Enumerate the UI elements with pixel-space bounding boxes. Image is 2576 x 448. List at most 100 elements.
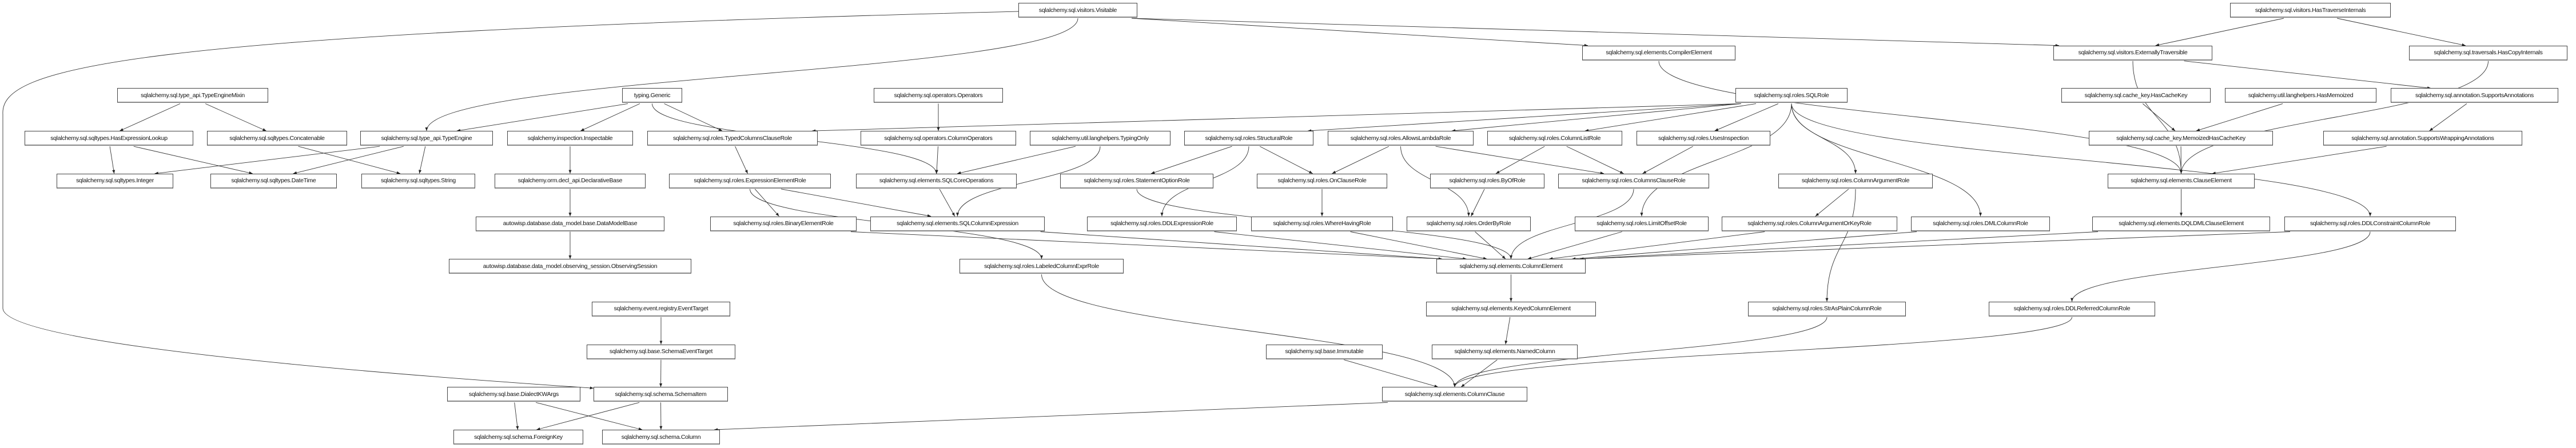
class-node-stmtoption[interactable]: sqlalchemy.sql.roles.StatementOptionRole	[1060, 173, 1213, 189]
class-node-columnargument[interactable]: sqlalchemy.sql.roles.ColumnArgumentRole	[1778, 173, 1933, 189]
inheritance-edge-visitable-to-compilerelement	[1131, 18, 1588, 47]
inheritance-edge-sqlrole-to-columnargument	[1791, 103, 1857, 174]
class-node-inspectable[interactable]: sqlalchemy.inspection.Inspectable	[507, 131, 633, 146]
inheritance-edge-ddlreferred-to-columnclause	[1453, 317, 2072, 387]
class-node-orderby[interactable]: sqlalchemy.sql.roles.OrderByRole	[1407, 216, 1531, 231]
class-node-columnclause[interactable]: sqlalchemy.sql.elements.ColumnClause	[1382, 387, 1527, 402]
class-node-compilerelement[interactable]: sqlalchemy.sql.elements.CompilerElement	[1582, 45, 1735, 61]
class-node-allowslambda[interactable]: sqlalchemy.sql.roles.AllowsLambdaRole	[1328, 131, 1474, 146]
inheritance-edge-dialectkwargs-to-column	[536, 402, 643, 430]
inheritance-edge-sqlrole-to-usesinspection	[1714, 103, 1779, 131]
inheritance-edge-limitoffset-to-columnelement	[1527, 231, 1622, 259]
class-node-sqlrole[interactable]: sqlalchemy.sql.roles.SQLRole	[1735, 88, 1848, 103]
class-node-columnelement[interactable]: sqlalchemy.sql.elements.ColumnElement	[1436, 259, 1586, 274]
class-node-dialectkwargs[interactable]: sqlalchemy.sql.base.DialectKWArgs	[447, 387, 580, 402]
inheritance-edge-sqlcoreops-to-sqlcolexpr	[939, 189, 955, 217]
class-node-supportsann[interactable]: sqlalchemy.sql.annotation.SupportsAnnota…	[2391, 88, 2558, 103]
inheritance-edge-keyedcolumn-to-namedcolumn	[1504, 317, 1511, 345]
class-node-labeledcolexpr[interactable]: sqlalchemy.sql.roles.LabeledColumnExprRo…	[959, 259, 1124, 274]
class-node-binaryelement[interactable]: sqlalchemy.sql.roles.BinaryElementRole	[710, 216, 857, 231]
class-node-typedcolclause[interactable]: sqlalchemy.sql.roles.TypedColumnsClauseR…	[647, 131, 818, 146]
class-node-generic[interactable]: typing.Generic	[622, 88, 682, 103]
inheritance-edge-exttrav-to-supportsann	[2184, 61, 2431, 90]
class-node-integer[interactable]: sqlalchemy.sql.sqltypes.Integer	[57, 173, 173, 189]
class-node-typeengine[interactable]: sqlalchemy.sql.type_api.TypeEngine	[360, 131, 493, 146]
inheritance-edge-sqlrole-to-dmlcolumn	[1791, 103, 1982, 217]
inheritance-edge-labeledcolexpr-to-columnclause	[1041, 274, 1456, 387]
class-node-immutable[interactable]: sqlalchemy.sql.base.Immutable	[1266, 344, 1383, 359]
class-node-schemaitem[interactable]: sqlalchemy.sql.schema.SchemaItem	[594, 387, 728, 402]
class-node-declbase[interactable]: sqlalchemy.orm.decl_api.DeclarativeBase	[495, 173, 646, 189]
class-node-operators[interactable]: sqlalchemy.sql.operators.Operators	[874, 88, 1003, 103]
class-node-clauseelement[interactable]: sqlalchemy.sql.elements.ClauseElement	[2108, 173, 2255, 189]
class-node-limitoffset[interactable]: sqlalchemy.sql.roles.LimitOffsetRole	[1575, 216, 1709, 231]
inheritance-edge-exprelement-to-sqlcolexpr	[781, 189, 931, 217]
class-node-columnoperators[interactable]: sqlalchemy.sql.operators.ColumnOperators	[861, 131, 1016, 146]
class-node-hastraverse[interactable]: sqlalchemy.sql.visitors.HasTraverseInter…	[2230, 3, 2391, 18]
inheritance-edge-orderby-to-columnelement	[1475, 231, 1506, 259]
class-node-schemaeventtarget[interactable]: sqlalchemy.sql.base.SchemaEventTarget	[587, 344, 735, 359]
class-node-concatenable[interactable]: sqlalchemy.sql.sqltypes.Concatenable	[207, 131, 347, 146]
class-node-exttrav[interactable]: sqlalchemy.sql.visitors.ExternallyTraver…	[2053, 45, 2212, 61]
inheritance-edge-columnoperators-to-sqlcoreops	[935, 146, 938, 174]
class-node-hascachekey[interactable]: sqlalchemy.sql.cache_key.HasCacheKey	[2061, 88, 2211, 103]
class-node-columnlist[interactable]: sqlalchemy.sql.roles.ColumnListRole	[1487, 131, 1622, 146]
class-node-foreignkey[interactable]: sqlalchemy.sql.schema.ForeignKey	[453, 430, 583, 445]
class-node-colargorkey[interactable]: sqlalchemy.sql.roles.ColumnArgumentOrKey…	[1722, 216, 1897, 231]
class-node-columnsclause[interactable]: sqlalchemy.sql.roles.ColumnsClauseRole	[1558, 173, 1709, 189]
class-node-memoizedhck[interactable]: sqlalchemy.sql.cache_key.MemoizedHasCach…	[2089, 131, 2273, 146]
class-node-ddlconstraint[interactable]: sqlalchemy.sql.roles.DDLConstraintColumn…	[2284, 216, 2456, 231]
inheritance-edge-columnsclause-to-columnelement	[1510, 189, 1634, 259]
inheritance-edge-typeengine-to-string	[419, 146, 426, 174]
class-node-exprelement[interactable]: sqlalchemy.sql.roles.ExpressionElementRo…	[669, 173, 831, 189]
inheritance-edge-generic-to-typedcolclause	[664, 103, 723, 131]
class-node-hascopy[interactable]: sqlalchemy.sql.traversals.HasCopyInterna…	[2409, 45, 2567, 61]
class-node-typingonly[interactable]: sqlalchemy.util.langhelpers.TypingOnly	[1030, 131, 1170, 146]
class-node-structural[interactable]: sqlalchemy.sql.roles.StructuralRole	[1184, 131, 1313, 146]
class-node-namedcolumn[interactable]: sqlalchemy.sql.elements.NamedColumn	[1432, 344, 1578, 359]
class-node-strasplain[interactable]: sqlalchemy.sql.roles.StrAsPlainColumnRol…	[1748, 301, 1906, 317]
class-node-dmlcolumn[interactable]: sqlalchemy.sql.roles.DMLColumnRole	[1911, 216, 2050, 231]
class-node-hasexprlookup[interactable]: sqlalchemy.sql.sqltypes.HasExpressionLoo…	[25, 131, 193, 146]
class-node-byof[interactable]: sqlalchemy.sql.roles.ByOfRole	[1430, 173, 1544, 189]
inheritance-edge-hascachekey-to-memoizedhck	[2142, 103, 2176, 131]
class-node-sqlcolexpr[interactable]: sqlalchemy.sql.elements.SQLColumnExpress…	[870, 216, 1045, 231]
class-node-column[interactable]: sqlalchemy.sql.schema.Column	[602, 430, 720, 445]
class-node-hasmemoized[interactable]: sqlalchemy.util.langhelpers.HasMemoized	[2225, 88, 2376, 103]
class-node-keyedcolumn[interactable]: sqlalchemy.sql.elements.KeyedColumnEleme…	[1426, 301, 1596, 317]
class-node-supportswrap[interactable]: sqlalchemy.sql.annotation.SupportsWrappi…	[2323, 131, 2522, 146]
class-node-ddlexpr[interactable]: sqlalchemy.sql.roles.DDLExpressionRole	[1087, 216, 1237, 231]
inheritance-edge-exttrav-to-clauseelement	[2132, 61, 2183, 174]
class-node-typeenginemixin[interactable]: sqlalchemy.sql.type_api.TypeEngineMixin	[117, 88, 268, 103]
inheritance-edge-byof-to-orderby	[1471, 189, 1485, 217]
inheritance-edge-dmlcolumn-to-columnelement	[1571, 231, 1917, 261]
class-node-sqlcoreops[interactable]: sqlalchemy.sql.elements.SQLCoreOperation…	[856, 173, 1017, 189]
inheritance-edge-structural-to-onclause	[1259, 146, 1313, 174]
inheritance-edge-hascopy-to-clauseelement	[2180, 61, 2489, 174]
class-node-dqldml[interactable]: sqlalchemy.sql.elements.DQLDMLClauseElem…	[2092, 216, 2270, 231]
inheritance-edge-namedcolumn-to-columnclause	[1460, 359, 1498, 387]
class-node-datamodelbase[interactable]: autowisp.database.data_model.base.DataMo…	[476, 216, 664, 231]
inheritance-edge-wherehaving-to-columnelement	[1350, 231, 1487, 260]
inheritance-edge-generic-to-typeengine	[456, 103, 628, 132]
inheritance-edge-typeenginemixin-to-concatenable	[205, 103, 266, 131]
class-node-visitable[interactable]: sqlalchemy.sql.visitors.Visitable	[1018, 3, 1137, 18]
class-node-onclause[interactable]: sqlalchemy.sql.roles.OnClauseRole	[1257, 173, 1387, 189]
class-node-usesinspection[interactable]: sqlalchemy.sql.roles.UsesInspection	[1637, 131, 1770, 146]
inheritance-edge-ddlexpr-to-columnelement	[1214, 231, 1467, 261]
class-node-ddlreferred[interactable]: sqlalchemy.sql.roles.DDLReferredColumnRo…	[1989, 301, 2155, 317]
inheritance-edge-sqlrole-to-typedcolclause	[811, 103, 1742, 133]
inheritance-edge-schemaitem-to-foreignkey	[536, 402, 640, 430]
class-node-observingsession[interactable]: autowisp.database.data_model.observing_s…	[449, 259, 691, 274]
inheritance-edge-hasexprlookup-to-datetime	[133, 146, 253, 174]
class-node-eventtarget[interactable]: sqlalchemy.event.registry.EventTarget	[592, 301, 730, 317]
inheritance-edge-hasmemoized-to-memoizedhck	[2196, 103, 2283, 131]
inheritance-edge-typeengine-to-datetime	[293, 146, 404, 174]
class-node-wherehaving[interactable]: sqlalchemy.sql.roles.WhereHavingRole	[1251, 216, 1393, 231]
inheritance-edge-allowslambda-to-onclause	[1332, 146, 1389, 174]
inheritance-edge-sqlcolexpr-to-columnelement	[1040, 231, 1443, 261]
class-node-string[interactable]: sqlalchemy.sql.sqltypes.String	[361, 173, 475, 189]
inheritance-edge-hastraverse-to-exttrav	[2155, 18, 2284, 46]
class-node-datetime[interactable]: sqlalchemy.sql.sqltypes.DateTime	[210, 173, 337, 189]
